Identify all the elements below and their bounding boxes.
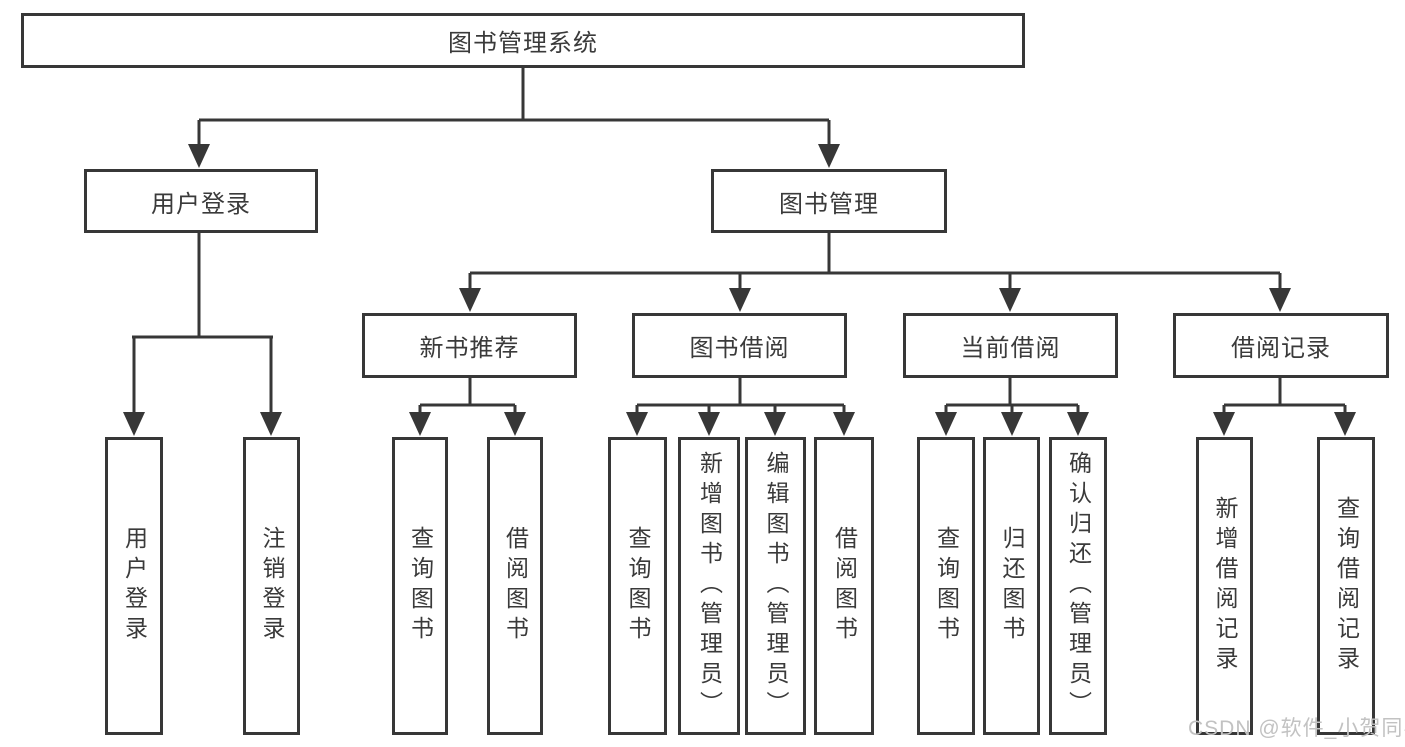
leaf-edit-books-admin: 编辑图书（管理员）	[745, 437, 806, 735]
leaf-borrow-books-recommend: 借阅图书	[487, 437, 543, 735]
leaf-query-books-recommend: 查询图书	[392, 437, 448, 735]
leaf-confirm-return-admin: 确认归还（管理员）	[1049, 437, 1107, 735]
node-label: 新书推荐	[419, 335, 520, 362]
leaf-return-books: 归还图书	[983, 437, 1040, 735]
leaf-label: 借阅图书	[831, 526, 858, 646]
connector-newbookrec-to-leaves	[409, 378, 526, 436]
leaf-borrow-books: 借阅图书	[814, 437, 874, 735]
node-label: 当前借阅	[960, 335, 1061, 362]
leaf-label: 归还图书	[999, 526, 1025, 646]
node-label: 借阅记录	[1231, 335, 1331, 362]
node-label: 用户登录	[151, 190, 251, 218]
leaf-label: 编辑图书（管理员）	[763, 451, 789, 721]
node-borrowing-records: 借阅记录	[1173, 313, 1389, 378]
connector-userlogin-to-leaves	[123, 233, 282, 436]
node-label: 图书管理	[779, 190, 879, 218]
connector-currentborrow-to-leaves	[935, 378, 1089, 436]
connector-bookborrow-to-leaves	[626, 378, 855, 436]
node-user-login: 用户登录	[84, 169, 318, 233]
connector-borrowrecords-to-leaves	[1213, 378, 1356, 436]
connector-bookmgmt-to-level3	[459, 233, 1291, 312]
leaf-label: 新增借阅记录	[1212, 496, 1238, 676]
node-current-borrowing: 当前借阅	[903, 313, 1118, 378]
node-library-management-system: 图书管理系统	[21, 13, 1025, 68]
leaf-logout: 注销登录	[243, 437, 300, 735]
leaf-query-borrow-record: 查询借阅记录	[1317, 437, 1375, 735]
leaf-label: 查询借阅记录	[1333, 496, 1360, 676]
leaf-add-borrow-record: 新增借阅记录	[1196, 437, 1253, 735]
leaf-label: 查询图书	[933, 526, 960, 646]
node-book-management: 图书管理	[711, 169, 947, 233]
leaf-user-login: 用户登录	[105, 437, 163, 735]
leaf-label: 借阅图书	[502, 526, 529, 646]
leaf-query-books: 查询图书	[608, 437, 667, 735]
node-label: 图书管理系统	[448, 30, 598, 57]
connector-root-to-level2	[188, 68, 840, 168]
node-new-book-recommendation: 新书推荐	[362, 313, 577, 378]
node-label: 图书借阅	[689, 335, 790, 362]
node-book-borrowing: 图书借阅	[632, 313, 847, 378]
leaf-label: 用户登录	[121, 526, 148, 646]
leaf-label: 注销登录	[259, 526, 285, 646]
leaf-query-books-current: 查询图书	[917, 437, 975, 735]
leaf-label: 确认归还（管理员）	[1065, 451, 1092, 721]
leaf-label: 查询图书	[625, 526, 651, 646]
leaf-add-books-admin: 新增图书（管理员）	[678, 437, 740, 735]
csdn-watermark: CSDN @软件_小贺同学	[1188, 717, 1405, 740]
leaf-label: 新增图书（管理员）	[696, 451, 723, 721]
leaf-label: 查询图书	[407, 526, 434, 646]
